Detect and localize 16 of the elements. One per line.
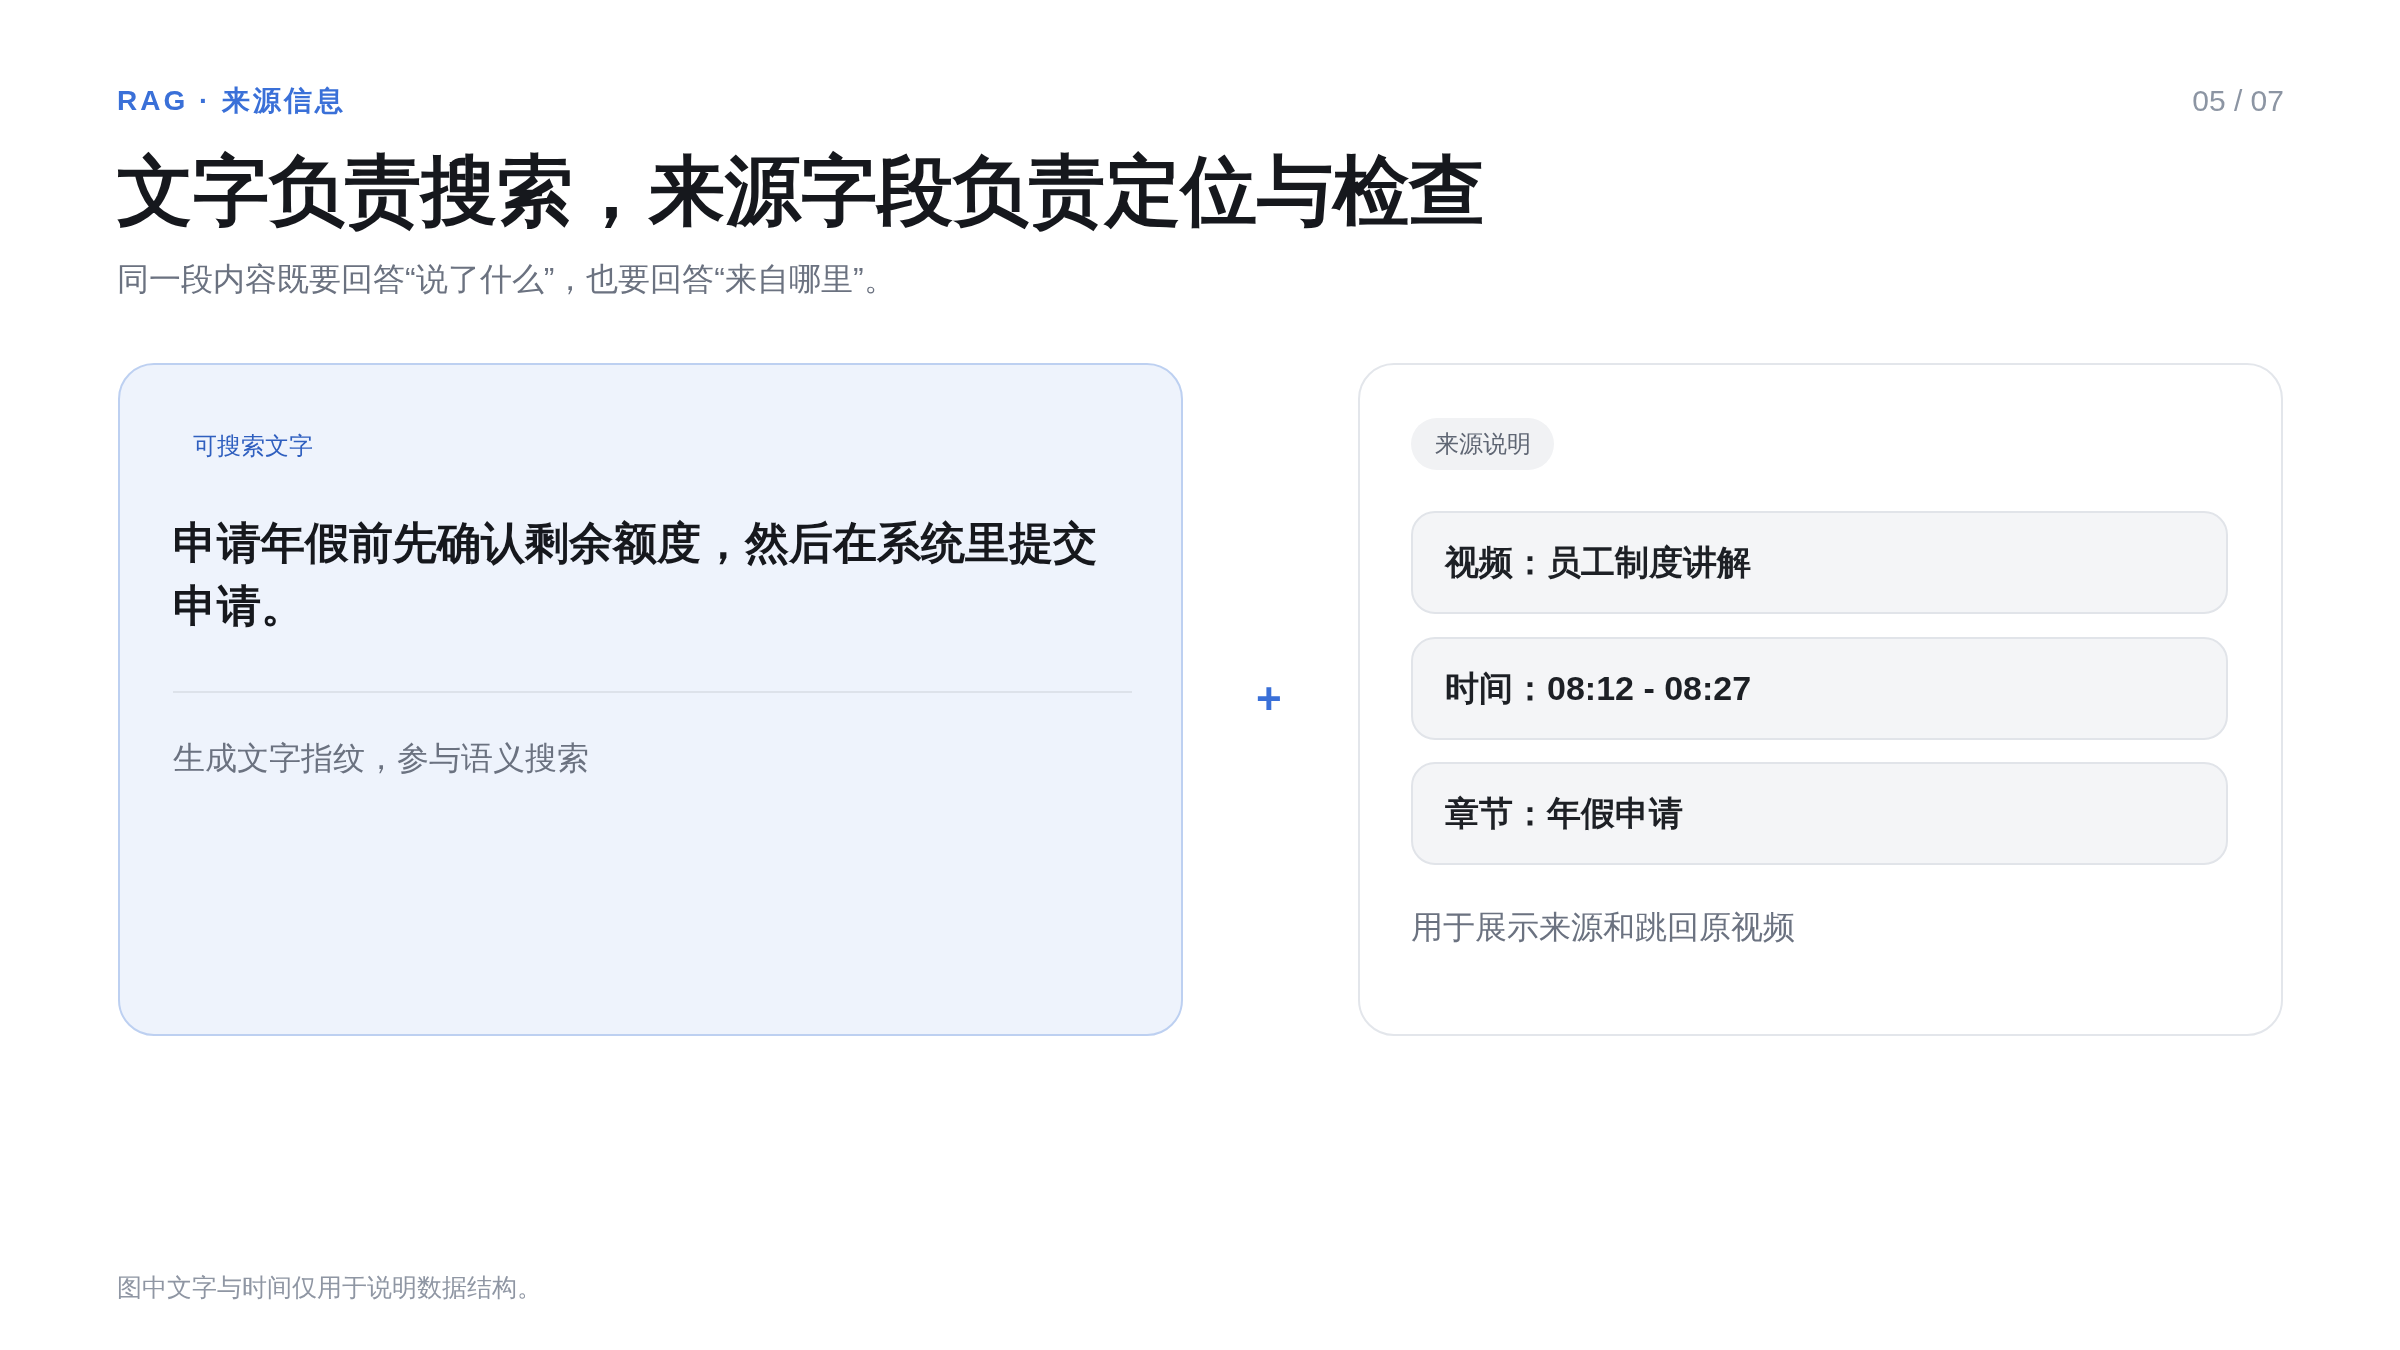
plus-sign: + [1256,677,1282,721]
main-sentence: 申请年假前先确认剩余额度，然后在系统里提交申请。 [173,517,1098,632]
description: 用于展示来源和跳回原视频 [1411,908,1795,947]
field-row: 章节：年假申请 [1411,762,2228,865]
tag-pill: 来源说明 [1411,418,1554,470]
section-label: 可搜索文字 [193,431,313,461]
field-row: 视频：员工制度讲解 [1411,511,2228,614]
title: 文字负责搜索，来源字段负责定位与检查 [117,147,1485,235]
eyebrow-label: RAG · 来源信息 [117,84,347,118]
footnote: 图中文字与时间仅用于说明数据结构。 [117,1272,542,1303]
subtitle: 同一段内容既要回答“说了什么”，也要回答“来自哪里”。 [117,260,896,299]
page-number: 05 / 07 [2192,83,2284,119]
description: 生成文字指纹，参与语义搜索 [173,739,589,778]
field-row: 时间：08:12 - 08:27 [1411,637,2228,740]
source-card [1358,363,2283,1036]
text-card [118,363,1183,1036]
